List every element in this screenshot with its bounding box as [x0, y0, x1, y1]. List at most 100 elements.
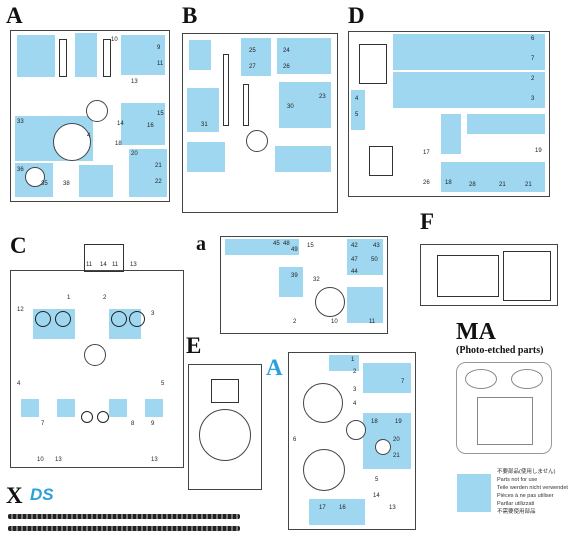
part-number: 47 [351, 257, 358, 263]
part-number: 22 [155, 179, 162, 185]
part-number: 5 [161, 381, 165, 387]
sprue-c-hub [84, 344, 106, 366]
part-number: 45 [273, 241, 280, 247]
part-number: 3 [151, 311, 155, 317]
part-number: 11 [369, 319, 376, 325]
sprue-a-hub [86, 100, 108, 122]
sprue-small-a-frame: 15 45 48 49 42 43 47 50 44 39 32 2 10 11 [220, 236, 388, 334]
grille-part [211, 379, 239, 403]
part-number: 33 [17, 119, 24, 125]
part-number: 1 [351, 357, 355, 363]
legend-line: Teile werden nicht verwendet [497, 485, 568, 491]
ds-logo: DS [30, 485, 54, 504]
unused-part-area [275, 146, 331, 172]
tracks-label: X [6, 483, 23, 508]
unused-part-area [121, 103, 165, 145]
part-number: 18 [371, 419, 378, 425]
sprue-d-label: D [348, 3, 365, 28]
part-number: 6 [531, 36, 535, 42]
part-number: 12 [17, 307, 24, 313]
part-number: 13 [389, 505, 396, 511]
part-number: 1 [67, 295, 71, 301]
turret-part [303, 383, 343, 423]
part-number: 24 [283, 48, 290, 54]
part-number: 44 [351, 269, 358, 275]
part-number: 2 [531, 76, 535, 82]
frame-part [359, 44, 387, 84]
part-number: 14 [117, 121, 124, 127]
ma-title: MA [456, 319, 496, 345]
part-number: 13 [130, 262, 137, 268]
hatch-part [199, 409, 251, 461]
hull-plate-part [503, 251, 551, 301]
part-number: 4 [17, 381, 21, 387]
sprue-small-a-label: a [196, 233, 206, 255]
road-wheel-part [97, 411, 109, 423]
legend-line: Pièces à ne pas utiliser [497, 493, 554, 499]
part-number: 38 [63, 181, 70, 187]
part-number: 25 [249, 48, 256, 54]
small-ring-part [375, 439, 391, 455]
unused-part-area [225, 239, 299, 255]
part-number: 15 [307, 243, 314, 249]
part-number: 17 [423, 150, 430, 156]
unused-part-area [279, 82, 331, 128]
part-number: 35 [41, 181, 48, 187]
sprue-c-label: C [10, 233, 27, 258]
etched-mesh-part [477, 397, 533, 445]
unused-part-area [17, 35, 55, 77]
part-number: 42 [351, 243, 358, 249]
unused-part-area [187, 142, 225, 172]
part-number: 20 [393, 437, 400, 443]
part-number: 26 [423, 180, 430, 186]
part-number: 3 [353, 387, 357, 393]
part-number: 15 [157, 111, 164, 117]
unused-part-area [75, 33, 97, 77]
etched-oval-part [511, 369, 543, 389]
part-number: 7 [41, 421, 45, 427]
part-number: 18 [445, 180, 452, 186]
part-number: 2 [353, 369, 357, 375]
part-number: 7 [401, 379, 405, 385]
axle-part [223, 54, 229, 126]
part-number: 2 [103, 295, 107, 301]
unused-part-area [187, 88, 219, 132]
legend-line: 不要部品(使用しません) [497, 469, 556, 475]
part-number: 10 [37, 457, 44, 463]
unused-part-area [393, 72, 545, 108]
turret-ring-part [303, 449, 345, 491]
part-number: 5 [355, 112, 359, 118]
sprue-c-top-tab [84, 244, 124, 272]
part-number: 31 [201, 122, 208, 128]
track-link-strip [8, 514, 240, 519]
unused-part-area [21, 399, 39, 417]
part-number: 18 [115, 141, 122, 147]
part-number: 11 [86, 262, 93, 268]
part-number: 2 [293, 319, 297, 325]
sprue-e-frame [188, 364, 262, 490]
sprue-b-hub [246, 130, 268, 152]
axle-part [243, 84, 249, 126]
etched-oval-part [465, 369, 497, 389]
sprue-b-frame: 25 24 27 26 30 31 23 [182, 33, 338, 213]
part-number: 13 [55, 457, 62, 463]
sprue-a-label: A [6, 3, 23, 28]
part-number: 14 [100, 262, 107, 268]
part-number: 21 [499, 182, 506, 188]
part-number: 8 [131, 421, 135, 427]
part-number: 21 [155, 163, 162, 169]
wheel-hub-part [315, 287, 345, 317]
part-number: 48 [283, 241, 290, 247]
part-number: 5 [375, 477, 379, 483]
part-number: 23 [319, 94, 326, 100]
legend-line: Parts not for use [497, 477, 538, 483]
unused-part-area [109, 399, 127, 417]
unused-part-area [121, 35, 165, 75]
unused-part-area [351, 90, 365, 130]
bracket-part [369, 146, 393, 176]
part-number: 4 [87, 133, 91, 139]
unused-part-area [441, 114, 461, 154]
road-wheel-part [129, 311, 145, 327]
part-number: 19 [535, 148, 542, 154]
unused-part-area [241, 38, 271, 76]
